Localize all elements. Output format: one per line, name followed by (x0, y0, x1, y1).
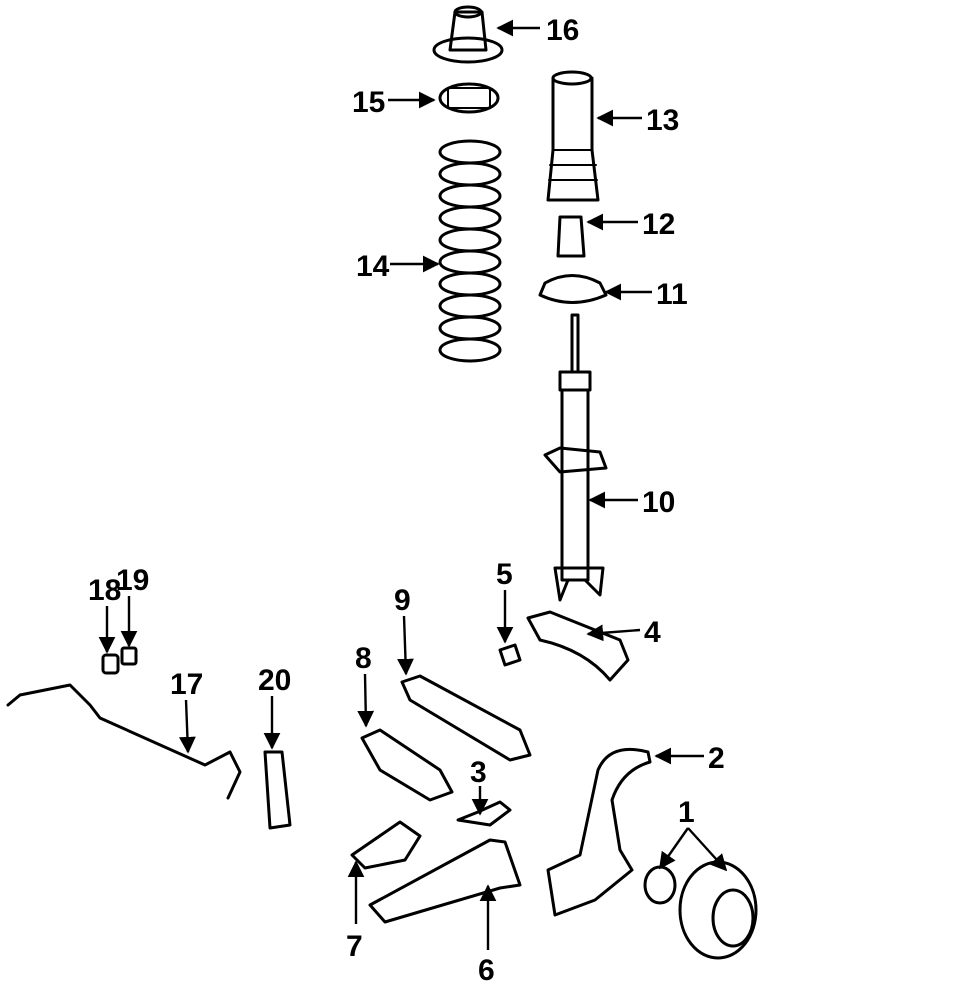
callout-1: 1 (659, 796, 728, 872)
callout-20: 20 (258, 664, 291, 750)
trailing-arm-shield (350, 820, 422, 870)
upper-strut-mount (432, 5, 504, 64)
callout-9: 9 (394, 584, 414, 676)
svg-text:10: 10 (642, 486, 675, 519)
svg-text:11: 11 (656, 278, 688, 311)
svg-text:9: 9 (394, 584, 411, 617)
svg-text:1: 1 (678, 796, 695, 829)
callout-4: 4 (586, 616, 661, 649)
coil-spring (438, 139, 502, 363)
callout-17: 17 (170, 668, 203, 754)
svg-text:19: 19 (116, 564, 149, 597)
svg-text:2: 2 (708, 742, 725, 775)
callout-7: 7 (346, 860, 365, 963)
bushing-bracket (120, 646, 138, 666)
spring-coil (438, 139, 502, 165)
spring-coil (438, 315, 502, 341)
svg-text:13: 13 (646, 104, 679, 137)
trailing-arm (368, 838, 522, 924)
callout-15: 15 (352, 86, 436, 119)
callout-2: 2 (654, 742, 725, 775)
svg-text:18: 18 (88, 574, 121, 607)
callout-3: 3 (470, 756, 489, 816)
callout-11: 11 (604, 278, 688, 311)
bracket (456, 800, 512, 827)
svg-text:3: 3 (470, 756, 487, 789)
svg-text:8: 8 (355, 642, 372, 675)
svg-text:20: 20 (258, 664, 291, 697)
callout-18: 18 (88, 574, 121, 654)
spring-seat-insulator (438, 82, 500, 114)
ball-joint (498, 643, 522, 667)
upper-control-arm (400, 674, 532, 762)
spring-coil (438, 161, 502, 187)
spring-coil (438, 337, 502, 363)
spring-coil (438, 271, 502, 297)
svg-text:12: 12 (642, 208, 675, 241)
svg-text:7: 7 (346, 930, 363, 963)
callout-16: 16 (496, 14, 579, 47)
callout-19: 19 (116, 564, 149, 648)
stabilizer-bar (6, 683, 242, 800)
svg-text:17: 17 (170, 668, 203, 701)
callout-6: 6 (478, 884, 497, 987)
spring-coil (438, 227, 502, 253)
callout-5: 5 (496, 558, 514, 644)
knuckle (546, 747, 652, 917)
spring-coil (438, 293, 502, 319)
lower-control-arm (360, 728, 454, 802)
callout-8: 8 (355, 642, 375, 728)
svg-text:6: 6 (478, 954, 495, 987)
lower-spring-seat (538, 274, 608, 304)
svg-text:16: 16 (546, 14, 579, 47)
bump-stop (556, 215, 586, 258)
stabilizer-link (263, 750, 292, 830)
callout-14: 14 (356, 250, 440, 283)
callout-13: 13 (596, 104, 679, 137)
spring-coil (438, 205, 502, 231)
svg-text:14: 14 (356, 250, 390, 283)
spring-coil (438, 249, 502, 275)
callout-12: 12 (586, 208, 675, 241)
dust-boot (546, 70, 600, 202)
strut-assembly (543, 313, 608, 602)
svg-text:4: 4 (644, 616, 661, 649)
callout-10: 10 (588, 486, 675, 519)
stabilizer-bushing (101, 653, 120, 675)
hub-assembly (643, 860, 758, 960)
camber-arm (526, 610, 630, 682)
svg-text:5: 5 (496, 558, 513, 591)
svg-text:15: 15 (352, 86, 385, 119)
spring-coil (438, 183, 502, 209)
